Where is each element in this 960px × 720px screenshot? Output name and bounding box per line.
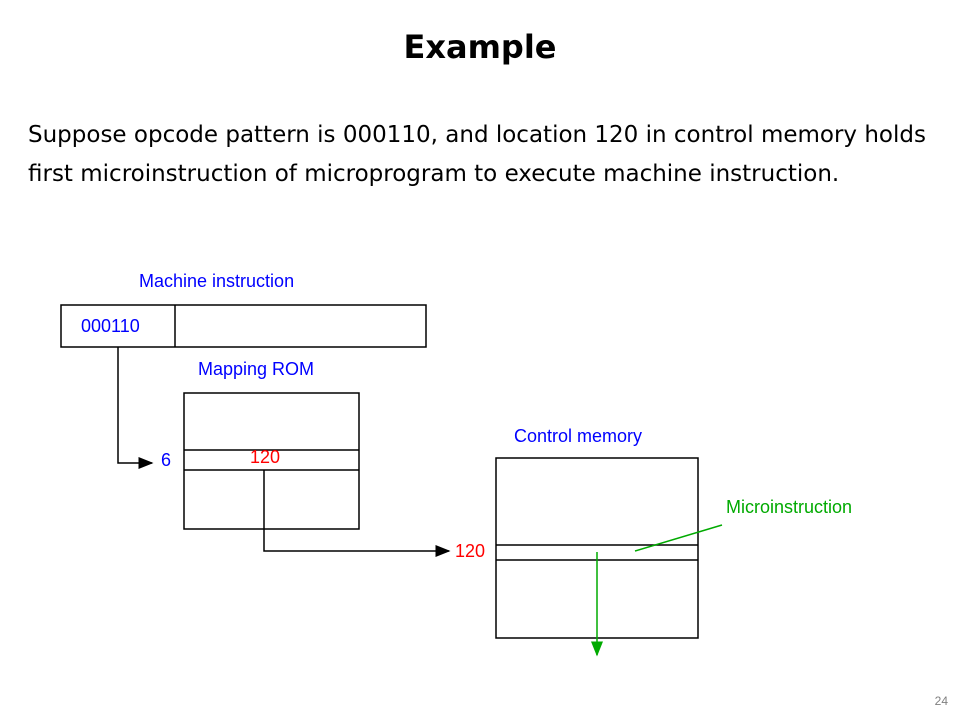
slide-title: Example (403, 28, 557, 66)
mapping-rom-label: Mapping ROM (198, 359, 314, 379)
rom-to-control-memory-arrow (263, 470, 451, 557)
mapping-rom-box (183, 392, 360, 530)
page-number: 24 (934, 694, 948, 708)
opcode-to-rom-arrow (117, 347, 154, 469)
control-memory-label: Control memory (514, 426, 642, 446)
microinstruction-pointer-line (634, 524, 723, 552)
mapping-rom-output-value: 120 (250, 447, 280, 467)
machine-instruction-label: Machine instruction (139, 271, 294, 291)
opcode-value: 000110 (81, 316, 140, 336)
machine-instruction-register (60, 304, 427, 348)
mapping-rom-input-address: 6 (161, 450, 171, 470)
slide-body-text: Suppose opcode pattern is 000110, and lo… (28, 122, 926, 187)
microinstruction-label: Microinstruction (726, 497, 852, 517)
control-memory-address: 120 (455, 541, 485, 561)
